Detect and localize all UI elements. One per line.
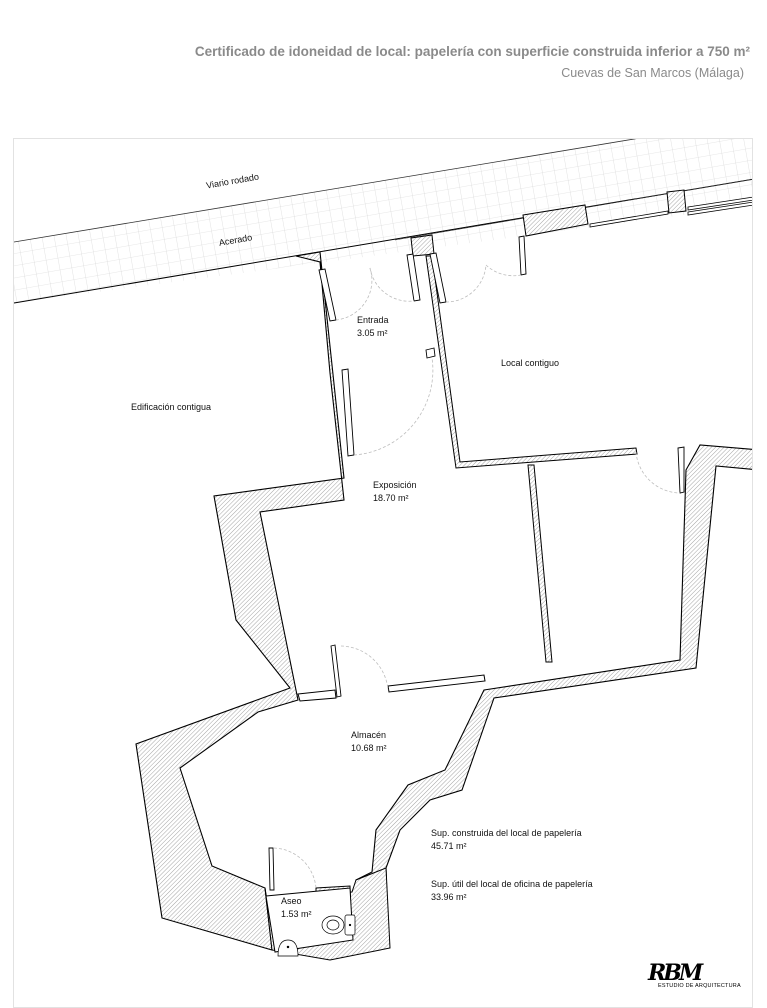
logo-mark: RBM bbox=[648, 960, 703, 986]
wall-left bbox=[135, 251, 345, 951]
sidewalk bbox=[14, 139, 752, 303]
toilet-icon bbox=[321, 914, 356, 936]
door-leaf bbox=[268, 847, 275, 891]
room-area: 1.53 m² bbox=[281, 909, 312, 919]
summary-built-area: Sup. construida del local de papelería 4… bbox=[431, 827, 582, 853]
summary-value: 33.96 m² bbox=[431, 892, 467, 902]
summary-label: Sup. construida del local de papelería bbox=[431, 828, 582, 838]
summary-label: Sup. útil del local de oficina de papele… bbox=[431, 879, 593, 889]
room-exposicion: Exposición 18.70 m² bbox=[373, 479, 417, 505]
door-leaf bbox=[341, 368, 355, 457]
label-edificacion-contigua: Edificación contigua bbox=[131, 402, 212, 412]
door-leaf bbox=[406, 253, 421, 302]
room-name: Entrada bbox=[357, 315, 389, 325]
summary-useful-area: Sup. útil del local de oficina de papele… bbox=[431, 878, 593, 904]
label-local-contiguo: Local contiguo bbox=[501, 358, 560, 368]
room-entrada: Entrada 3.05 m² bbox=[357, 314, 389, 340]
room-area: 3.05 m² bbox=[357, 328, 388, 338]
room-almacen: Almacén 10.68 m² bbox=[351, 729, 387, 755]
door-leaf bbox=[330, 644, 342, 698]
page-title: Certificado de idoneidad de local: papel… bbox=[194, 44, 750, 59]
logo-text: ESTUDIO DE ARQUITECTURA bbox=[658, 983, 741, 989]
room-name: Aseo bbox=[281, 896, 302, 906]
label-viario: Viario rodado bbox=[205, 171, 259, 190]
sink-icon bbox=[277, 939, 299, 957]
wall-right bbox=[355, 444, 752, 935]
page-subtitle: Cuevas de San Marcos (Málaga) bbox=[561, 66, 744, 80]
room-aseo: Aseo 1.53 m² bbox=[281, 895, 312, 921]
room-area: 18.70 m² bbox=[373, 493, 409, 503]
room-name: Almacén bbox=[351, 730, 387, 740]
room-name: Exposición bbox=[373, 480, 417, 490]
door-leaf bbox=[677, 446, 685, 494]
door-leaf bbox=[318, 268, 337, 322]
door-leaf bbox=[425, 347, 436, 359]
room-area: 10.68 m² bbox=[351, 743, 387, 753]
studio-logo: RBM ESTUDIO DE ARQUITECTURA bbox=[648, 960, 741, 989]
summary-value: 45.71 m² bbox=[431, 841, 467, 851]
door-leaf bbox=[518, 235, 527, 276]
